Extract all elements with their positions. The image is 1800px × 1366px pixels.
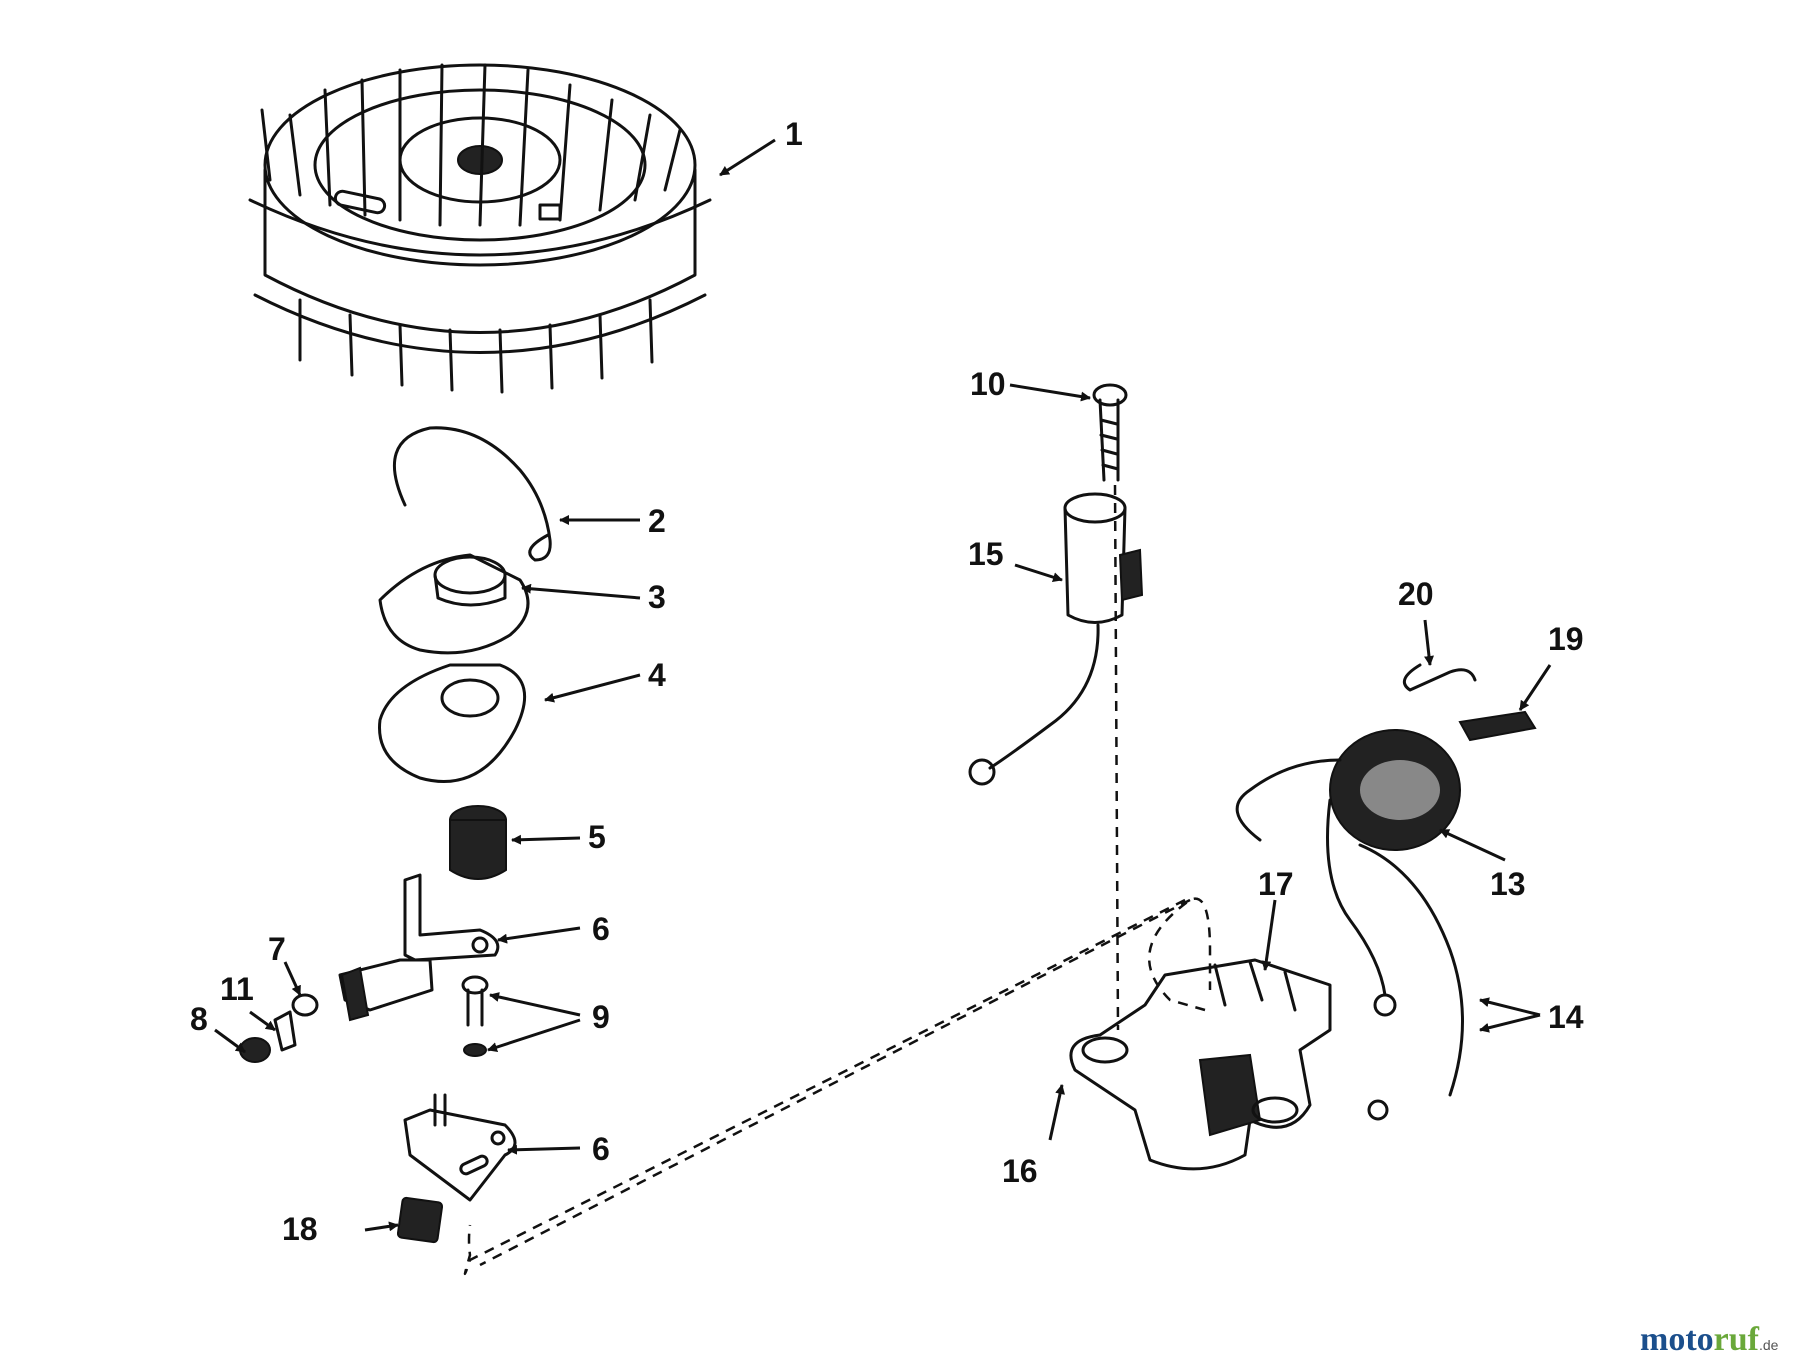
callout-15: 15	[968, 536, 1004, 572]
callout-5: 5	[588, 819, 606, 855]
callout-19: 19	[1548, 621, 1584, 657]
callout-14: 14	[1548, 999, 1584, 1035]
callout-9: 9	[592, 999, 610, 1035]
callout-4: 4	[648, 657, 666, 693]
clip-part	[1458, 710, 1537, 742]
condenser-part	[968, 492, 1144, 786]
callout-17: 17	[1258, 866, 1294, 902]
callout-20: 20	[1398, 576, 1434, 612]
leader-lines	[214, 138, 1552, 1232]
stator-base-part	[1069, 958, 1332, 1171]
watermark-de: .de	[1759, 1337, 1779, 1353]
callout-16: 16	[1002, 1153, 1038, 1189]
callout-10: 10	[970, 366, 1006, 402]
watermark-logo: motoruf.de	[1640, 1321, 1779, 1358]
bushing-part	[449, 805, 507, 880]
callout-11: 11	[220, 971, 254, 1007]
callout-13: 13	[1490, 866, 1526, 902]
watermark-ruf: ruf	[1714, 1321, 1760, 1358]
callout-1: 1	[785, 116, 803, 152]
callout-18: 18	[282, 1211, 318, 1247]
callout-3: 3	[648, 579, 666, 615]
callout-8: 8	[190, 1001, 208, 1037]
assembly-dashed-line-lower	[479, 898, 1191, 1267]
lead-wires-part	[1358, 843, 1464, 1121]
felt-wick-part	[396, 1196, 444, 1244]
breaker-arm-part	[338, 873, 500, 1022]
callout-6: 6	[592, 911, 610, 947]
gasket-part	[378, 663, 527, 783]
screw-washer-part	[461, 975, 489, 1057]
assembly-dashed-line	[463, 484, 1212, 1275]
callout-7: 7	[268, 931, 286, 967]
callout-6-lower: 6	[592, 1131, 610, 1167]
callout-2: 2	[648, 503, 666, 539]
ignition-coil-part	[1235, 729, 1461, 997]
svg-text:motoruf.de: motoruf.de	[1640, 1321, 1779, 1358]
flywheel-part	[248, 63, 712, 394]
breaker-base-part	[403, 1093, 517, 1202]
cam-plate-part	[378, 553, 530, 655]
watermark-moto: moto	[1640, 1321, 1714, 1358]
screw-part	[1092, 383, 1128, 482]
spring-clip-part	[392, 426, 552, 562]
hook-part	[1402, 663, 1477, 692]
